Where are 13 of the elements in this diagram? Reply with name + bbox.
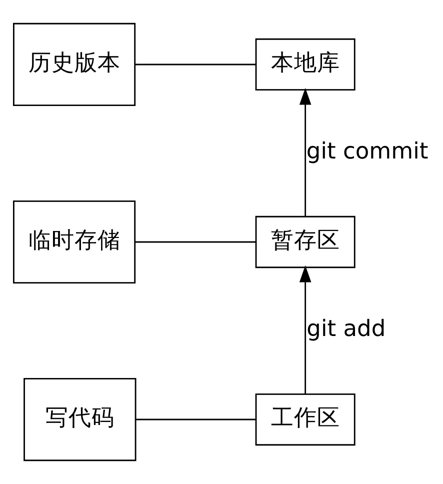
connector	[135, 64, 256, 66]
node-box: 写代码	[24, 378, 136, 462]
arrow	[299, 265, 312, 394]
node-box: 本地库	[255, 38, 356, 91]
arrow	[299, 88, 312, 216]
node-box: 工作区	[255, 393, 356, 446]
node-box: 暂存区	[255, 216, 356, 268]
node-box: 临时存储	[13, 200, 136, 284]
connector	[135, 241, 256, 243]
node-box: 历史版本	[13, 22, 136, 106]
connector	[136, 418, 256, 420]
edge-label: git commit	[306, 138, 428, 165]
edge-label: git add	[306, 316, 386, 342]
